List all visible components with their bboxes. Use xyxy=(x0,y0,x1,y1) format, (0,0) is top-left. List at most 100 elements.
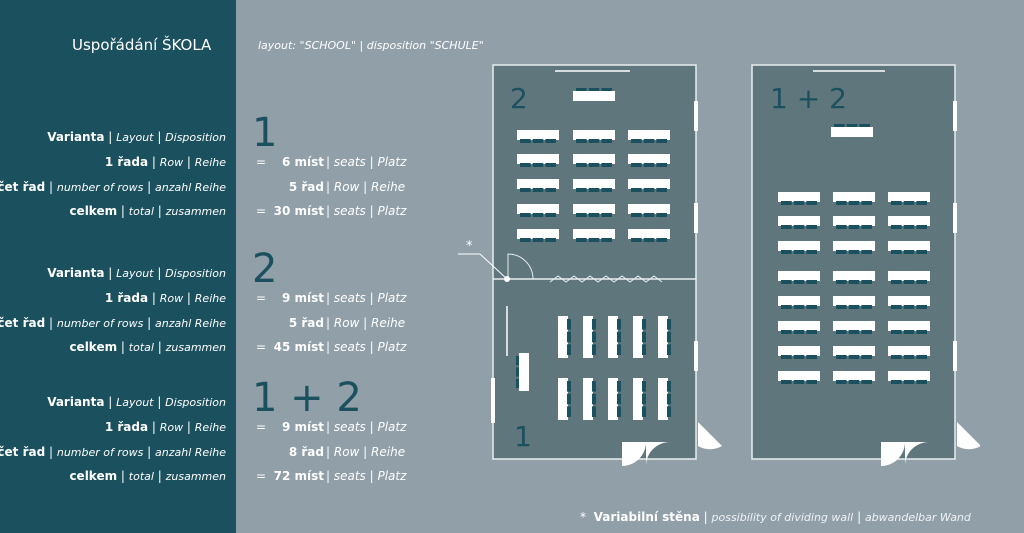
chair xyxy=(781,330,792,334)
chair xyxy=(567,344,571,355)
window xyxy=(953,101,957,131)
variant-name: 1 + 2 xyxy=(252,375,362,421)
table xyxy=(583,378,593,420)
table xyxy=(888,271,930,281)
table xyxy=(831,127,873,137)
equals-sign: = xyxy=(256,340,267,354)
chair xyxy=(916,225,927,229)
table xyxy=(628,179,670,189)
chair xyxy=(588,188,600,192)
table xyxy=(888,192,930,202)
door xyxy=(646,442,670,466)
table xyxy=(573,91,615,101)
chair xyxy=(567,331,571,343)
chair xyxy=(576,213,587,217)
chair xyxy=(793,250,805,254)
chair xyxy=(667,344,671,355)
chair xyxy=(836,225,847,229)
chair xyxy=(567,319,571,330)
chair xyxy=(781,250,792,254)
chair xyxy=(576,88,587,92)
chair xyxy=(656,188,667,192)
chair xyxy=(588,88,600,92)
chair xyxy=(592,319,596,330)
chair xyxy=(903,330,915,334)
per-row-value: 9 míst xyxy=(281,291,324,305)
door xyxy=(905,442,929,466)
chair xyxy=(642,393,646,405)
equals-sign: = xyxy=(256,204,267,218)
table xyxy=(658,316,668,358)
chair xyxy=(903,201,915,205)
chair xyxy=(520,139,531,143)
per-row-unit: | seats | Platz xyxy=(326,420,407,434)
chair xyxy=(859,124,870,128)
chair xyxy=(667,381,671,392)
chair xyxy=(592,406,596,417)
chair xyxy=(667,319,671,330)
rows-label: počet řad | number of rows | anzahl Reih… xyxy=(0,180,226,194)
chair xyxy=(916,305,927,309)
chair xyxy=(545,238,556,242)
table xyxy=(833,216,875,226)
per-row-label: 1 řada | Row | Reihe xyxy=(104,155,226,169)
page-subtitle: layout: "SCHOOL" | disposition "SCHULE" xyxy=(258,39,484,52)
chair xyxy=(617,331,621,343)
per-row-unit: | seats | Platz xyxy=(326,155,407,169)
chair xyxy=(793,225,805,229)
chair xyxy=(617,319,621,330)
chair xyxy=(667,406,671,417)
chair xyxy=(848,201,860,205)
subtitle-de: disposition "SCHULE" xyxy=(366,39,484,52)
room-label-right: 1 + 2 xyxy=(770,82,847,115)
page-title: Uspořádání ŠKOLA xyxy=(72,36,212,54)
chair xyxy=(846,124,858,128)
chair xyxy=(781,225,792,229)
table xyxy=(833,271,875,281)
per-row-unit: | seats | Platz xyxy=(326,291,407,305)
chair xyxy=(617,344,621,355)
table xyxy=(573,154,615,164)
subtitle-en: layout: "SCHOOL" xyxy=(258,39,357,52)
window xyxy=(491,378,495,423)
table-group-room-2 xyxy=(517,88,670,242)
chair xyxy=(642,381,646,392)
chair xyxy=(793,330,805,334)
table xyxy=(778,371,820,381)
chair xyxy=(643,163,655,167)
variant-label-row: Varianta | Layout | Disposition xyxy=(47,266,226,280)
door xyxy=(957,422,980,450)
rows-unit: | Row | Reihe xyxy=(326,316,406,330)
asterisk-marker: * xyxy=(466,239,473,254)
chair xyxy=(667,393,671,405)
chair xyxy=(643,213,655,217)
chair xyxy=(903,250,915,254)
window xyxy=(953,341,957,371)
chair xyxy=(520,213,531,217)
table xyxy=(573,204,615,214)
equals-sign: = xyxy=(256,155,267,169)
table xyxy=(778,346,820,356)
chair xyxy=(588,163,600,167)
chair xyxy=(576,188,587,192)
chair xyxy=(836,250,847,254)
chair xyxy=(891,380,902,384)
table xyxy=(517,179,559,189)
chair xyxy=(916,280,927,284)
chair xyxy=(601,188,612,192)
window xyxy=(694,203,698,233)
door xyxy=(622,442,646,466)
table xyxy=(778,296,820,306)
table-group-room-1-2 xyxy=(778,124,930,384)
chair xyxy=(861,330,872,334)
wall-marker-line xyxy=(479,253,508,280)
chair xyxy=(516,367,520,377)
total-unit: | seats | Platz xyxy=(326,469,407,483)
chair xyxy=(656,163,667,167)
table xyxy=(833,192,875,202)
chair xyxy=(667,331,671,343)
chair xyxy=(806,355,817,359)
total-unit: | seats | Platz xyxy=(326,204,407,218)
room-label-bottom: 1 xyxy=(514,420,532,453)
table xyxy=(517,204,559,214)
